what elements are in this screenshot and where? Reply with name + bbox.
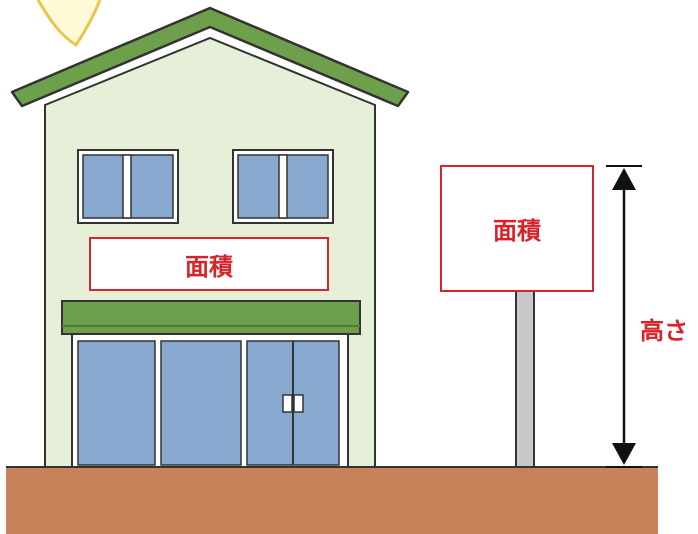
speech-bubble-tail <box>36 0 102 48</box>
building-sign-board <box>89 237 329 291</box>
ground <box>6 467 658 534</box>
height-arrow-icon <box>606 165 642 468</box>
house-roof <box>10 6 410 108</box>
upper-window-right <box>232 149 334 224</box>
pole-sign-label: 面積 <box>493 217 541 245</box>
height-label: 高さ <box>640 317 688 345</box>
awning <box>61 300 361 335</box>
house: 面積 <box>10 6 410 468</box>
storefront <box>71 333 349 468</box>
pole-sign-post <box>515 290 535 468</box>
building-sign-label: 面積 <box>185 253 233 281</box>
door-handle-icon <box>282 394 304 413</box>
pole-sign: 面積 <box>440 165 594 468</box>
pole-sign-board <box>440 165 594 292</box>
upper-window-left <box>77 149 179 224</box>
